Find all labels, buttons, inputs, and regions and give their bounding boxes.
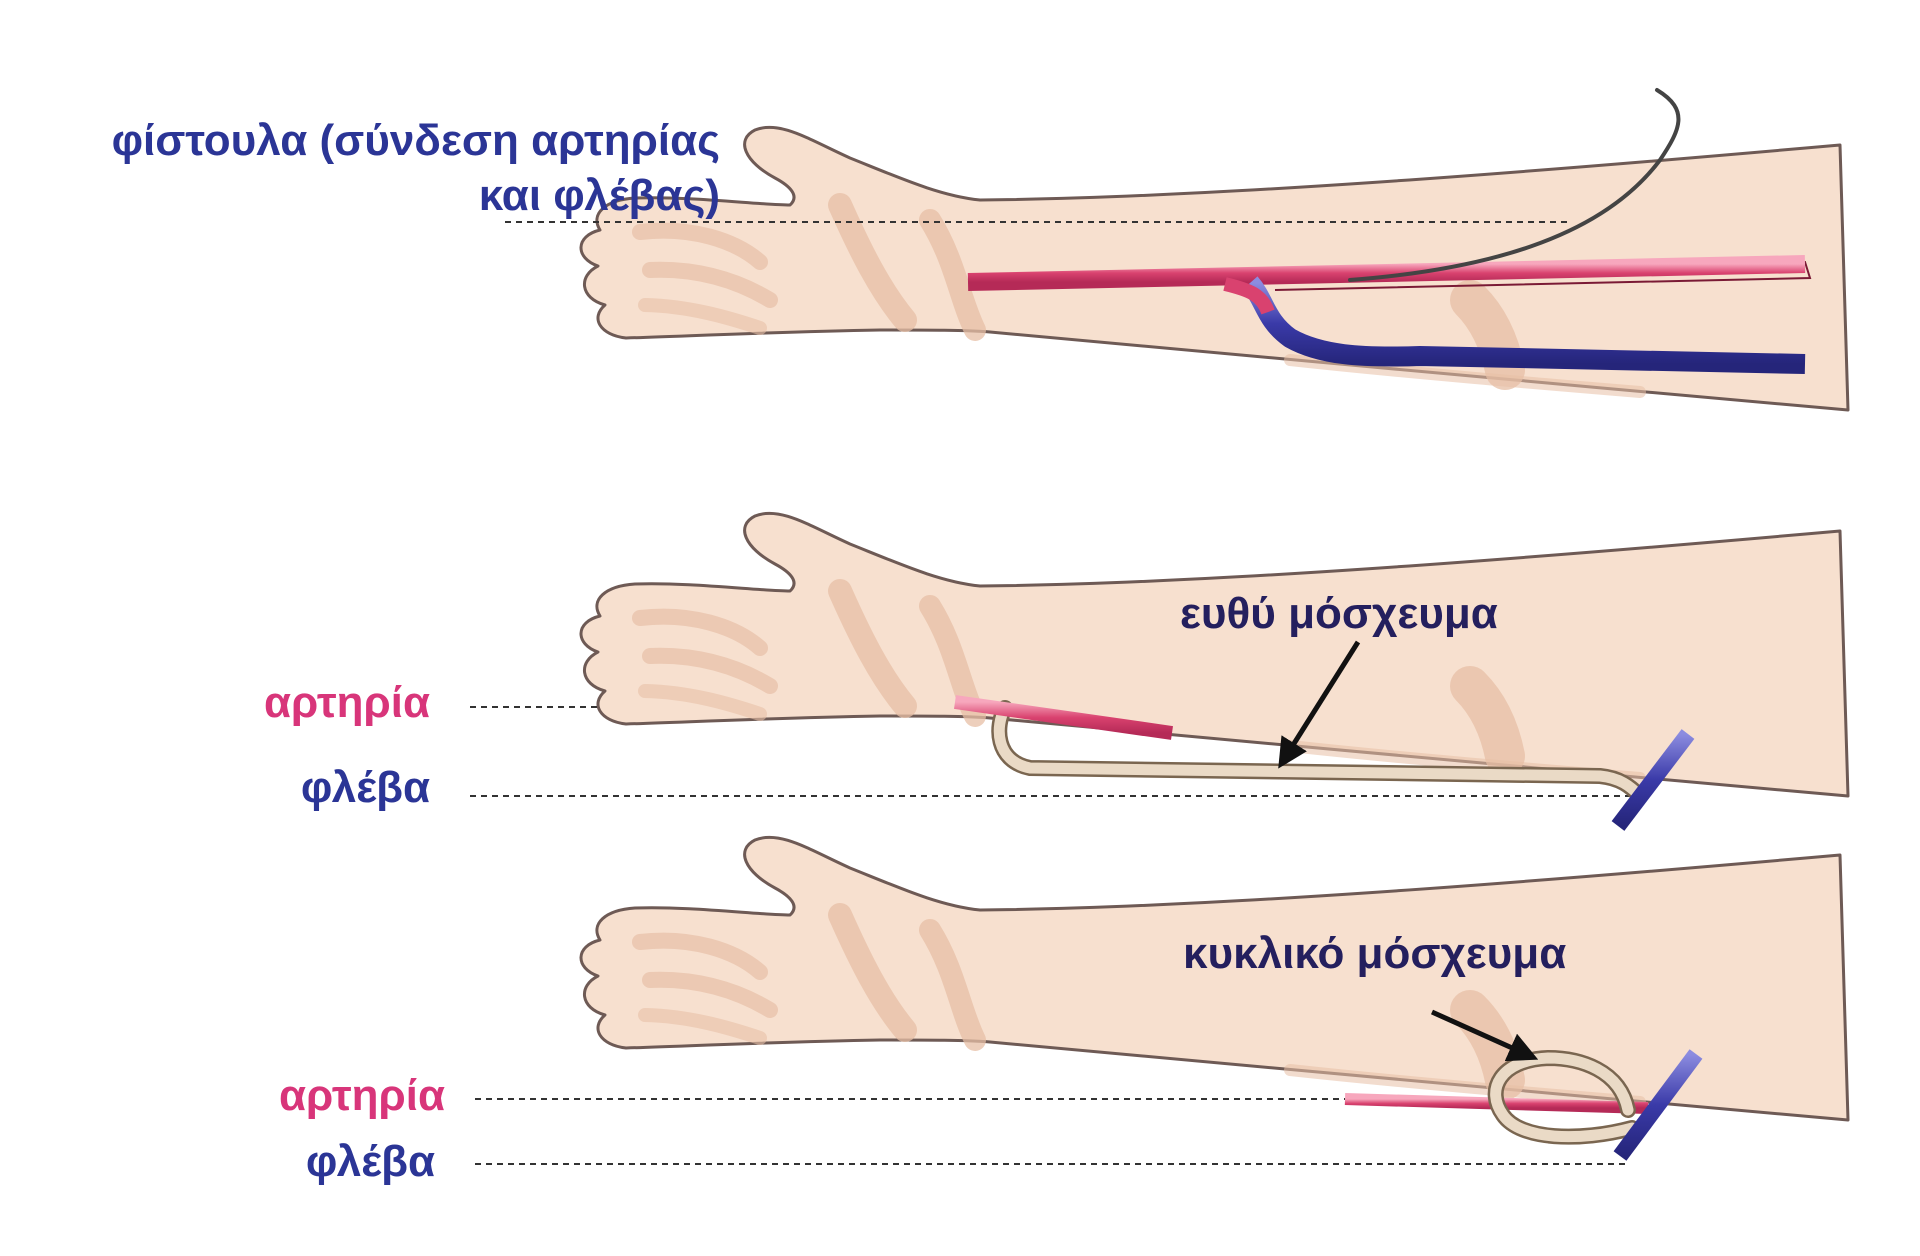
fistula-label-line-2: και φλέβας) [478, 171, 720, 220]
fistula-label-line-1: φίστουλα (σύνδεση αρτηρίας [111, 116, 720, 165]
loop-graft-arrow [1430, 1009, 1539, 1062]
loop-graft-label: κυκλικό μόσχευμα [1183, 929, 1567, 978]
vein-label: φλέβα [305, 1137, 435, 1186]
fistula-label: φίστουλα (σύνδεση αρτηρίας και φλέβας) [40, 113, 720, 223]
artery-vessel [967, 255, 1806, 291]
artery-label: αρτηρία [278, 1071, 445, 1120]
artery-label: αρτηρία [263, 678, 430, 727]
catheter-line [1348, 88, 1681, 282]
arm-panel-fistula [505, 88, 1848, 410]
vein-label: φλέβα [300, 763, 430, 812]
fistula-junction [1223, 277, 1275, 315]
arm-panel-straight-graft [470, 513, 1848, 831]
straight-graft-tube [993, 702, 1646, 802]
straight-graft-label: ευθύ μόσχευμα [1180, 589, 1498, 638]
straight-graft-arrow [1278, 640, 1361, 769]
loop-graft-tube [1490, 1052, 1638, 1143]
artery-vessel [954, 695, 1173, 740]
vein-vessel [1613, 1049, 1703, 1161]
vein-vessel [1611, 729, 1695, 831]
arm-panel-loop-graft [475, 837, 1848, 1165]
arm-illustration-2 [581, 513, 1848, 796]
